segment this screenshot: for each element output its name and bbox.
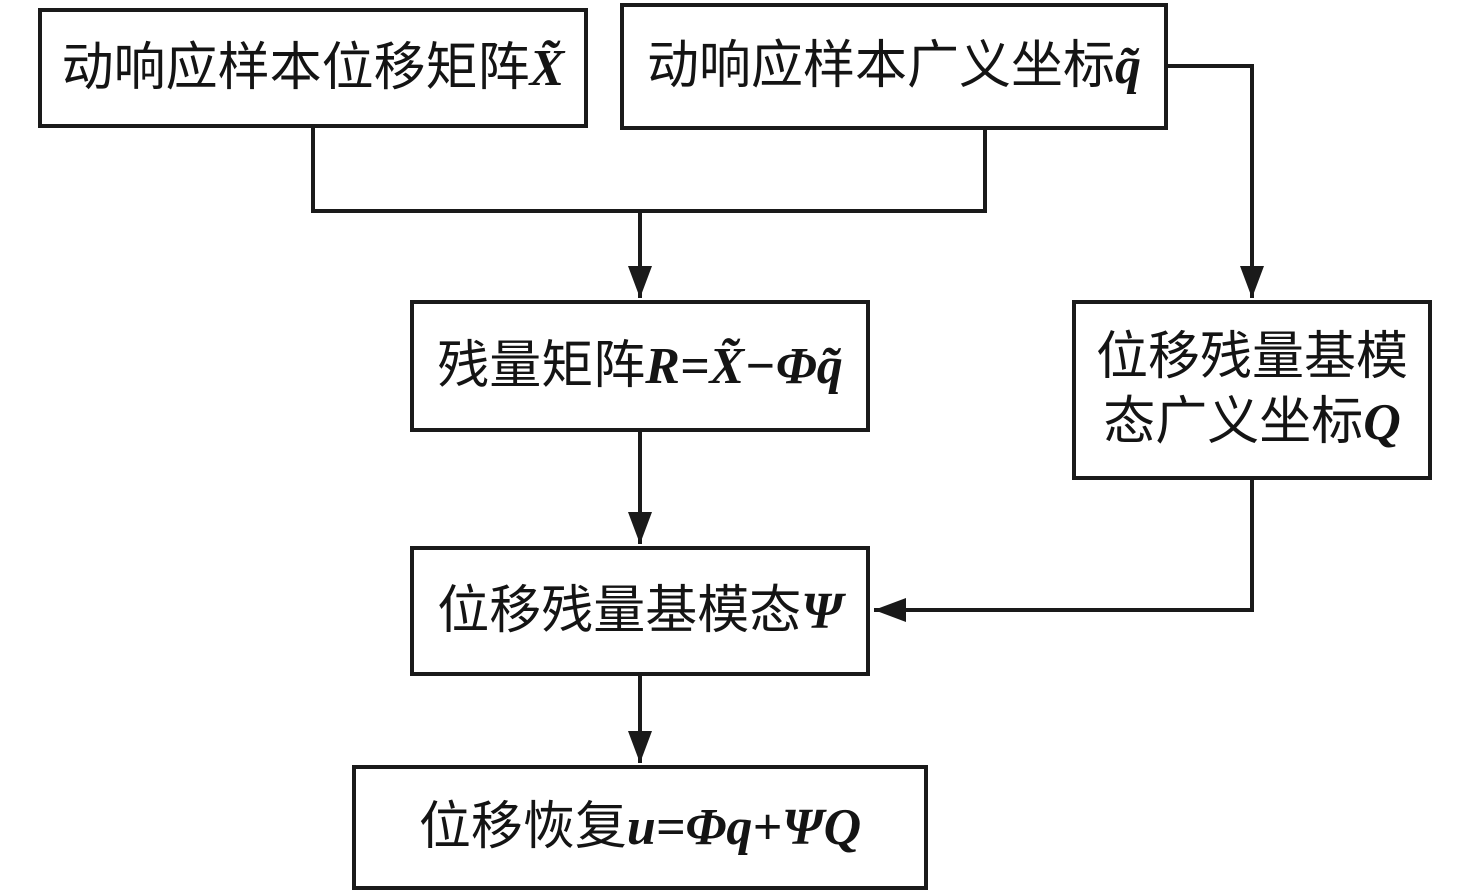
edge-merge-samples (311, 128, 987, 213)
node-label-text: 位移恢复 (418, 799, 627, 856)
node-label-math: R=X̃−Φq̃ (645, 337, 843, 395)
node-label-group: 动响应样本位移矩阵X̃ (54, 36, 573, 101)
node-label-math: Q (1363, 394, 1401, 451)
node-residual-modal-generalized-coords: 位移残量基模态广义坐标Q (1072, 300, 1432, 480)
node-residual-matrix: 残量矩阵R=X̃−Φq̃ (410, 300, 870, 432)
node-label-group: 位移恢复u=Φq+ΨQ (411, 795, 869, 860)
node-label-math: Ψ (801, 582, 843, 640)
node-label-group: 残量矩阵R=X̃−Φq̃ (429, 334, 851, 399)
node-label-math: q̃ (1115, 38, 1141, 95)
node-label-math: X̃ (529, 39, 565, 97)
node-label-group: 动响应样本广义坐标q̃ (639, 34, 1149, 99)
node-label-text: 位移残量基模态 (437, 582, 802, 640)
node-label-group: 位移残量基模态Ψ (429, 579, 851, 644)
node-sample-displacement-matrix: 动响应样本位移矩阵X̃ (38, 8, 588, 128)
node-displacement-recovery: 位移恢复u=Φq+ΨQ (352, 765, 928, 890)
node-sample-generalized-coords: 动响应样本广义坐标q̃ (620, 3, 1168, 130)
node-label-group: 位移残量基模态广义坐标Q (1076, 325, 1428, 455)
node-displacement-residual-modes: 位移残量基模态Ψ (410, 546, 870, 676)
edge-modal-coords-to-modes (874, 480, 1254, 622)
node-label-math: u=Φq+ΨQ (626, 799, 862, 856)
node-label-text: 动响应样本广义坐标 (646, 38, 1115, 95)
edge-coords-to-modal-coords (1168, 64, 1264, 298)
node-label-text: 位移残量基模态广义坐标 (1095, 329, 1408, 451)
node-label-text: 动响应样本位移矩阵 (61, 39, 530, 97)
node-label-text: 残量矩阵 (437, 337, 646, 395)
